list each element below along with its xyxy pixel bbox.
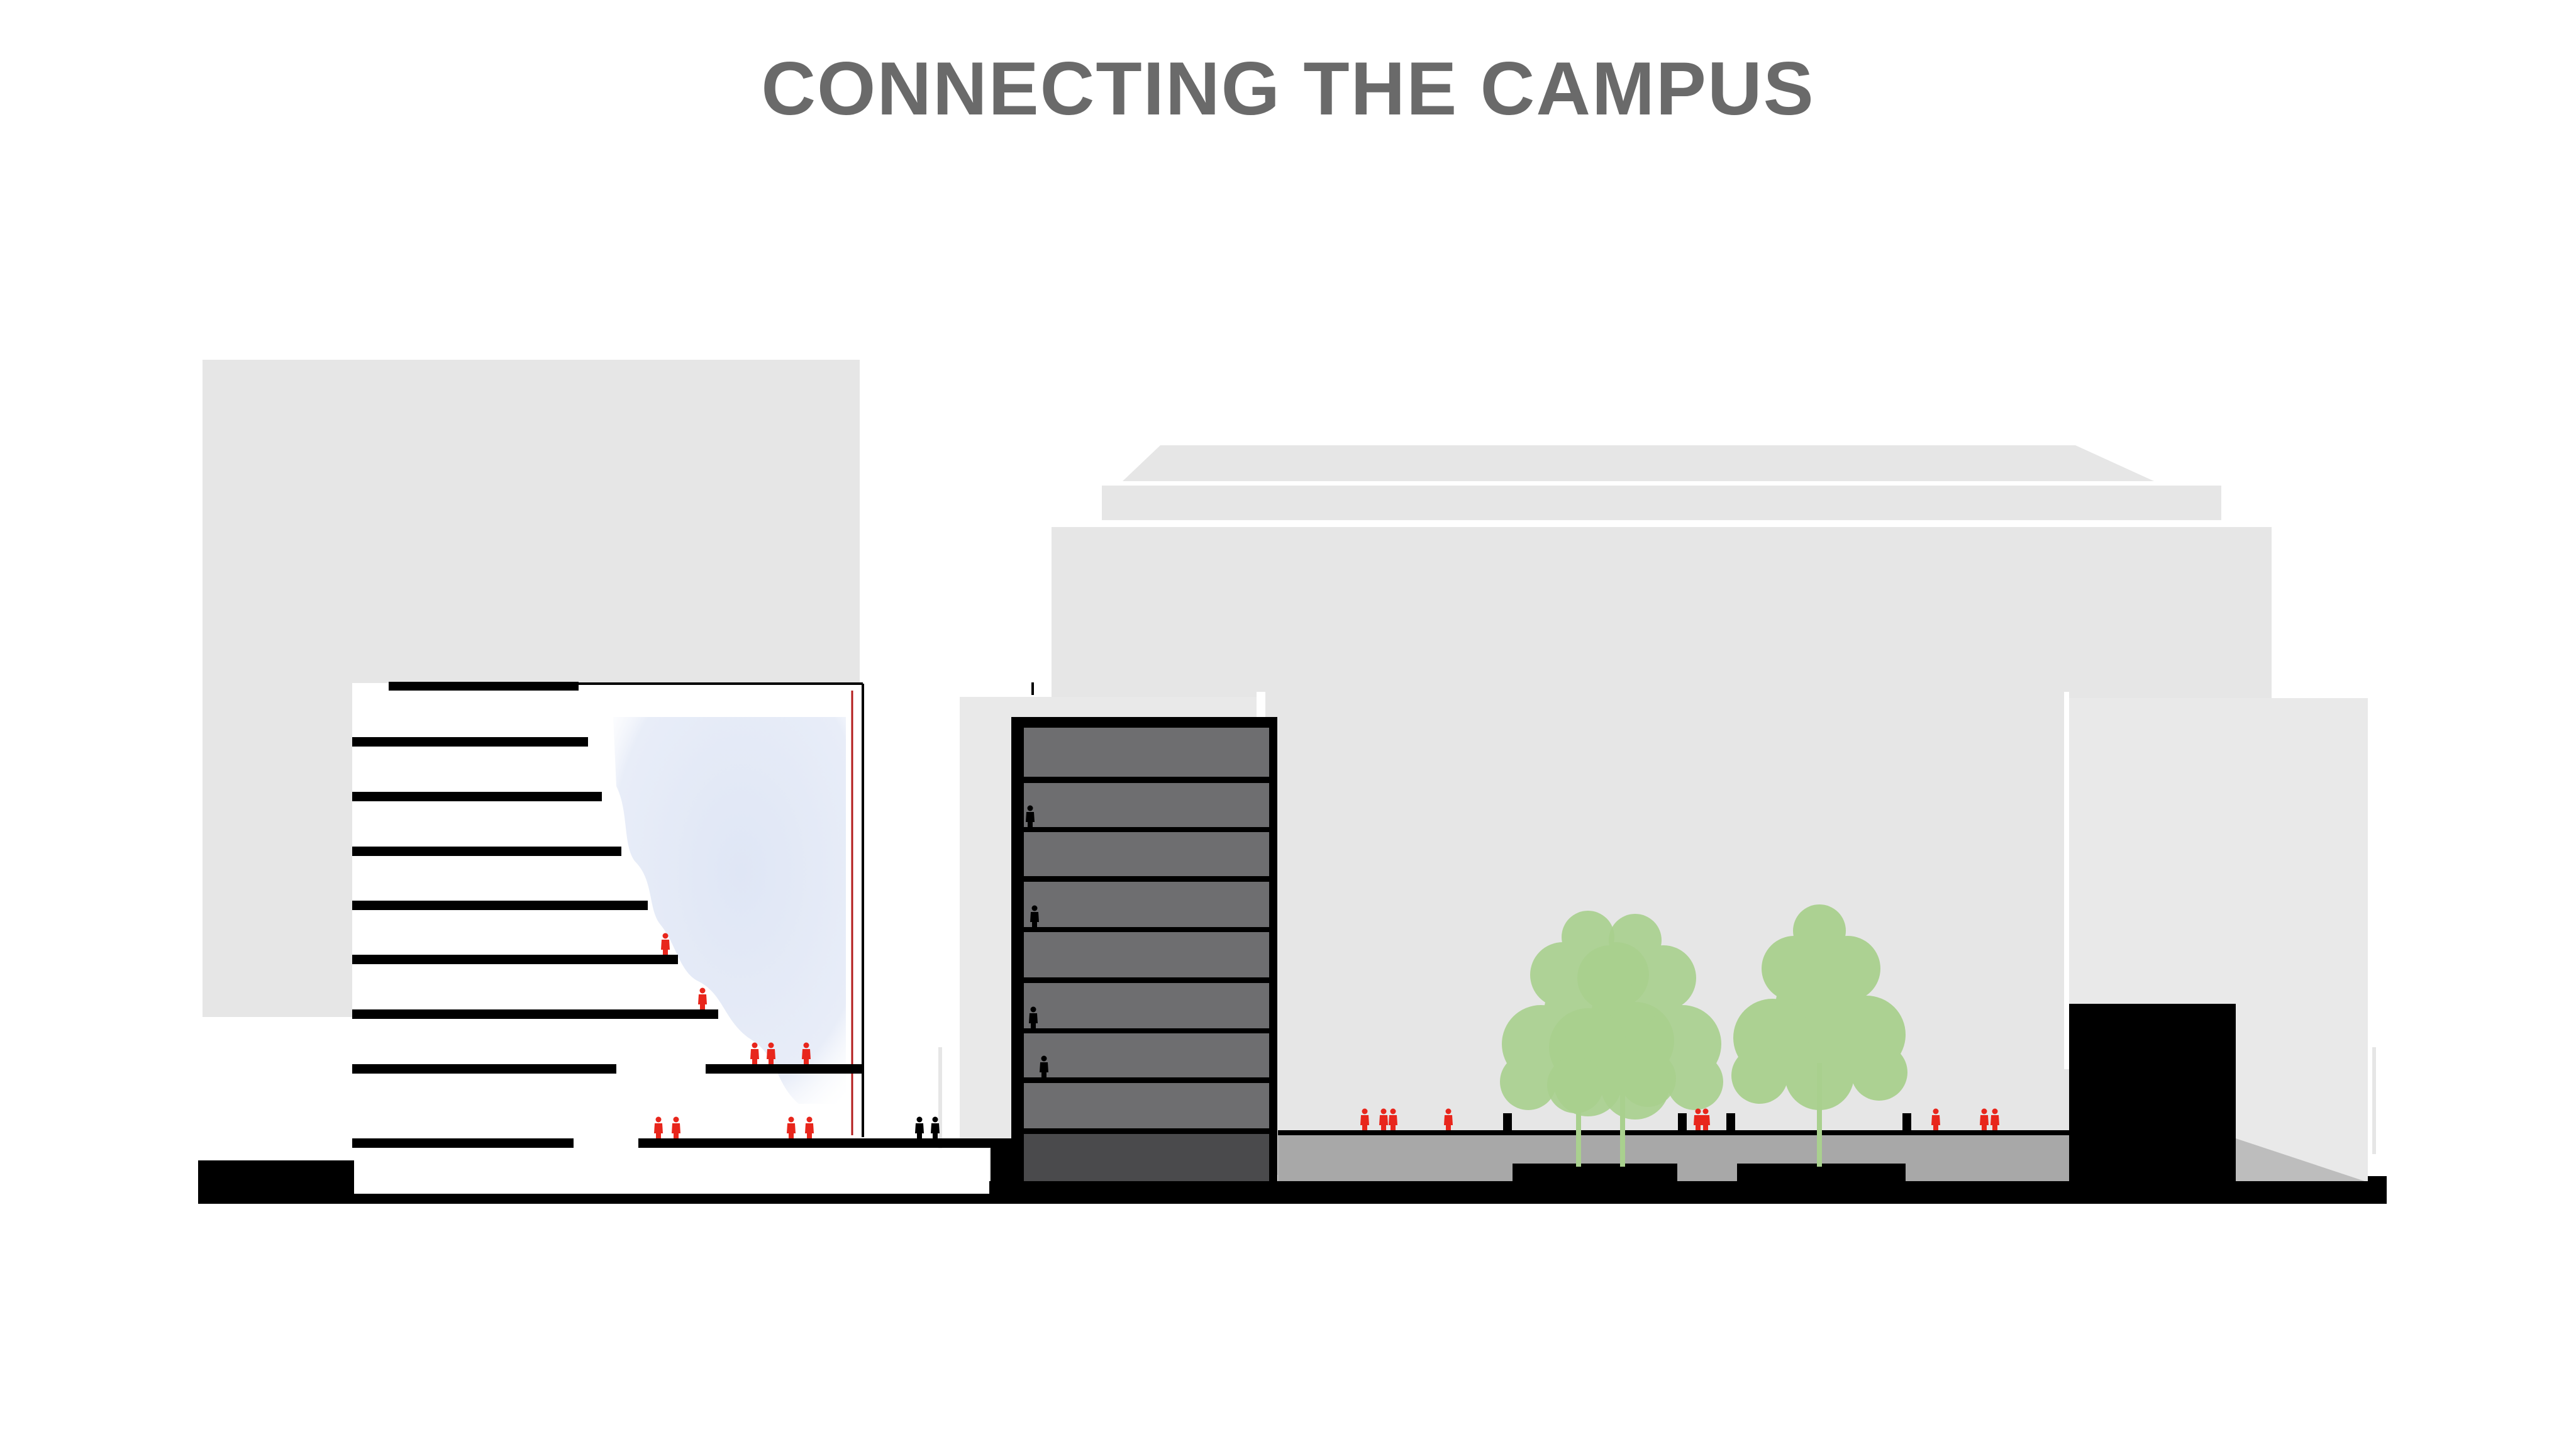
stack-floor-7 — [1024, 1033, 1269, 1077]
floor-slab-1 — [352, 737, 588, 747]
courtyard-top-edge — [1278, 1130, 2072, 1135]
planter-lip-2b — [1902, 1113, 1911, 1135]
planter-lip-2a — [1726, 1113, 1735, 1135]
right-ramp — [2236, 1138, 2365, 1181]
atrium-glass — [613, 717, 846, 1104]
planter-base-1 — [1513, 1164, 1677, 1182]
stack-floor-8 — [1024, 1083, 1269, 1128]
person-icon — [915, 1116, 924, 1138]
floor-slab-7b — [706, 1064, 863, 1074]
stack-roof-antenna — [1031, 682, 1034, 695]
central-stack — [1011, 682, 1277, 1192]
floor-slab-4 — [352, 901, 648, 910]
context-slim-post-right — [2372, 1047, 2376, 1154]
person-icon — [931, 1116, 940, 1138]
stack-floor-4 — [1024, 882, 1269, 927]
stack-floor-3 — [1024, 832, 1269, 876]
planter-lip-1b — [1678, 1113, 1687, 1135]
floor-slab-7a — [352, 1064, 616, 1074]
right-black-volume — [2069, 1004, 2236, 1181]
ground-opening-under-left — [354, 1148, 989, 1194]
context-roof-band — [1102, 486, 2221, 520]
stack-floor-5 — [1024, 932, 1269, 977]
roof-slab — [389, 682, 579, 691]
planter-lip-1a — [1503, 1113, 1512, 1135]
stack-base — [1024, 1134, 1269, 1181]
stack-floor-6 — [1024, 983, 1269, 1028]
context-slim-post-left — [938, 1047, 942, 1154]
context-white-strip-right — [2064, 692, 2069, 1069]
courtyard — [1278, 904, 2072, 1182]
floor-slab-2 — [352, 792, 602, 801]
floor-slab-6 — [352, 1009, 718, 1019]
terraced-building — [198, 682, 1017, 1203]
floor-slab-3 — [352, 847, 621, 856]
right-block — [2069, 1004, 2387, 1192]
floor-slab-8b — [638, 1138, 1011, 1148]
stack-floor-1 — [1024, 728, 1269, 777]
floor-slab-5 — [352, 955, 678, 964]
ground-line-left-bottom — [354, 1194, 989, 1204]
context-roof-cap — [1123, 445, 2154, 481]
page-title: CONNECTING THE CAMPUS — [761, 47, 1815, 131]
floor-slab-8a — [352, 1138, 574, 1148]
stack-floor-2 — [1024, 783, 1269, 827]
